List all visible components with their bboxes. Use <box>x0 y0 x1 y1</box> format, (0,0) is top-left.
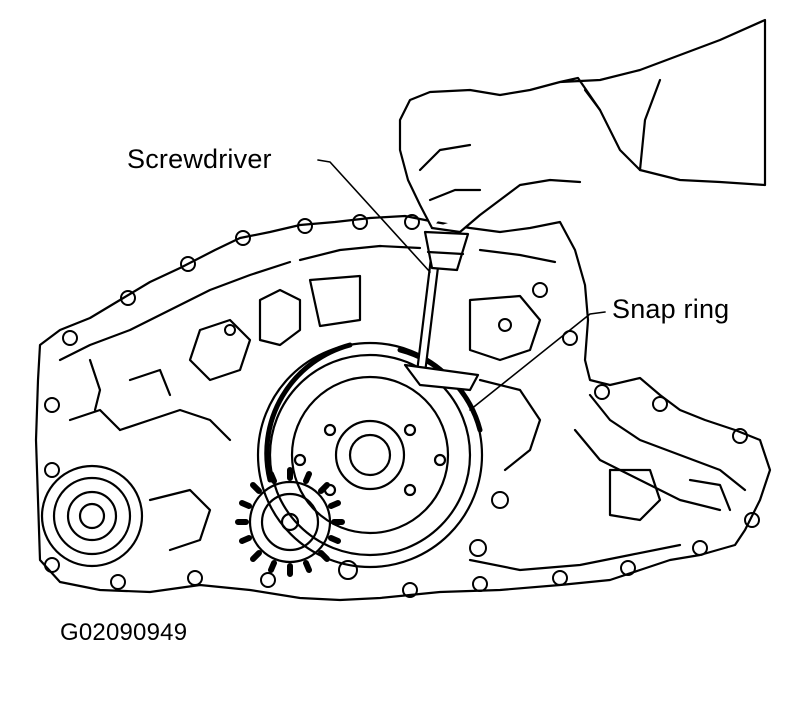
figure-id: G02090949 <box>60 619 188 646</box>
callout-leaders <box>317 159 606 411</box>
hand <box>398 18 767 234</box>
snap-ring-label: Snap ring <box>612 294 730 324</box>
screwdriver-tool <box>403 230 480 392</box>
transaxle-case <box>34 214 772 602</box>
left-bearing-boss <box>40 464 144 568</box>
clutch-drum <box>256 341 484 569</box>
bolt-holes <box>44 214 760 598</box>
drive-gear <box>235 467 345 577</box>
screwdriver-label: Screwdriver <box>127 144 272 174</box>
